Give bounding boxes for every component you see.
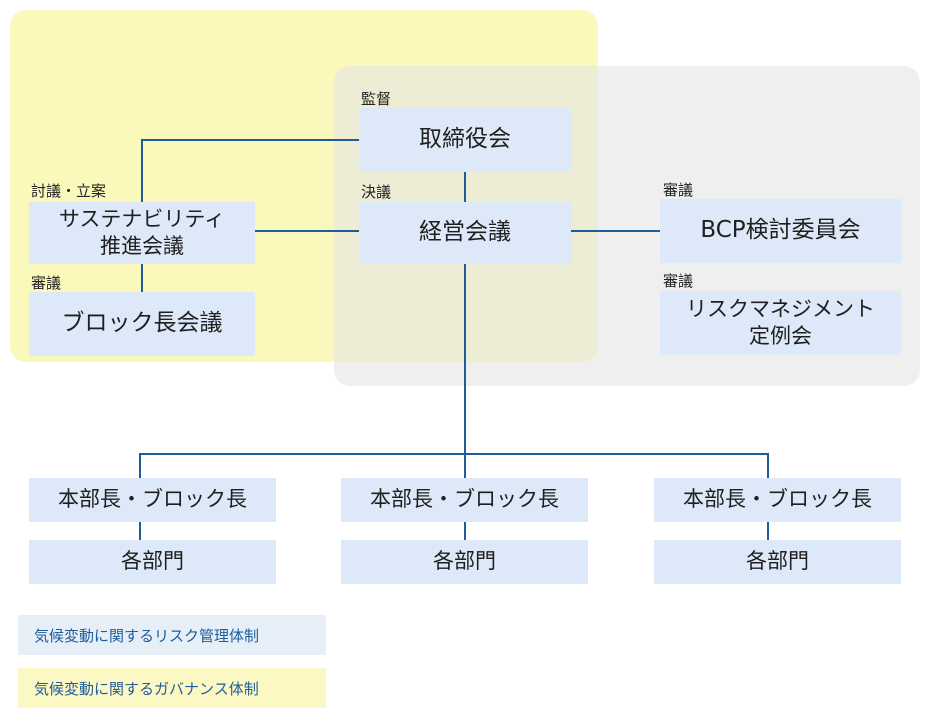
node-sustainability: サステナビリティ 推進会議 xyxy=(29,202,255,264)
node-board: 取締役会 xyxy=(359,108,571,172)
role-label-management: 決議 xyxy=(361,183,392,201)
line-board-sustainability xyxy=(141,139,359,202)
role-label-risk-mgmt: 審議 xyxy=(663,272,694,290)
node-department-1: 各部門 xyxy=(29,540,276,584)
line-branch xyxy=(139,453,769,478)
node-division-head-2: 本部長・ブロック長 xyxy=(341,478,588,522)
role-label-bcp: 審議 xyxy=(663,181,694,199)
legend-governance: 気候変動に関するガバナンス体制 xyxy=(18,668,326,708)
node-bcp-committee: BCP検討委員会 xyxy=(660,199,901,263)
role-label-board: 監督 xyxy=(361,90,392,108)
node-block-heads: ブロック長会議 xyxy=(29,292,255,356)
role-label-sustainability: 討議・立案 xyxy=(31,182,107,200)
node-division-head-3: 本部長・ブロック長 xyxy=(654,478,901,522)
node-risk-management-meeting: リスクマネジメント 定例会 xyxy=(660,291,901,355)
node-department-2: 各部門 xyxy=(341,540,588,584)
node-department-3: 各部門 xyxy=(654,540,901,584)
legend-risk-management: 気候変動に関するリスク管理体制 xyxy=(18,615,326,655)
node-division-head-1: 本部長・ブロック長 xyxy=(29,478,276,522)
role-label-block-heads: 審議 xyxy=(31,274,62,292)
node-management: 経営会議 xyxy=(359,202,571,264)
